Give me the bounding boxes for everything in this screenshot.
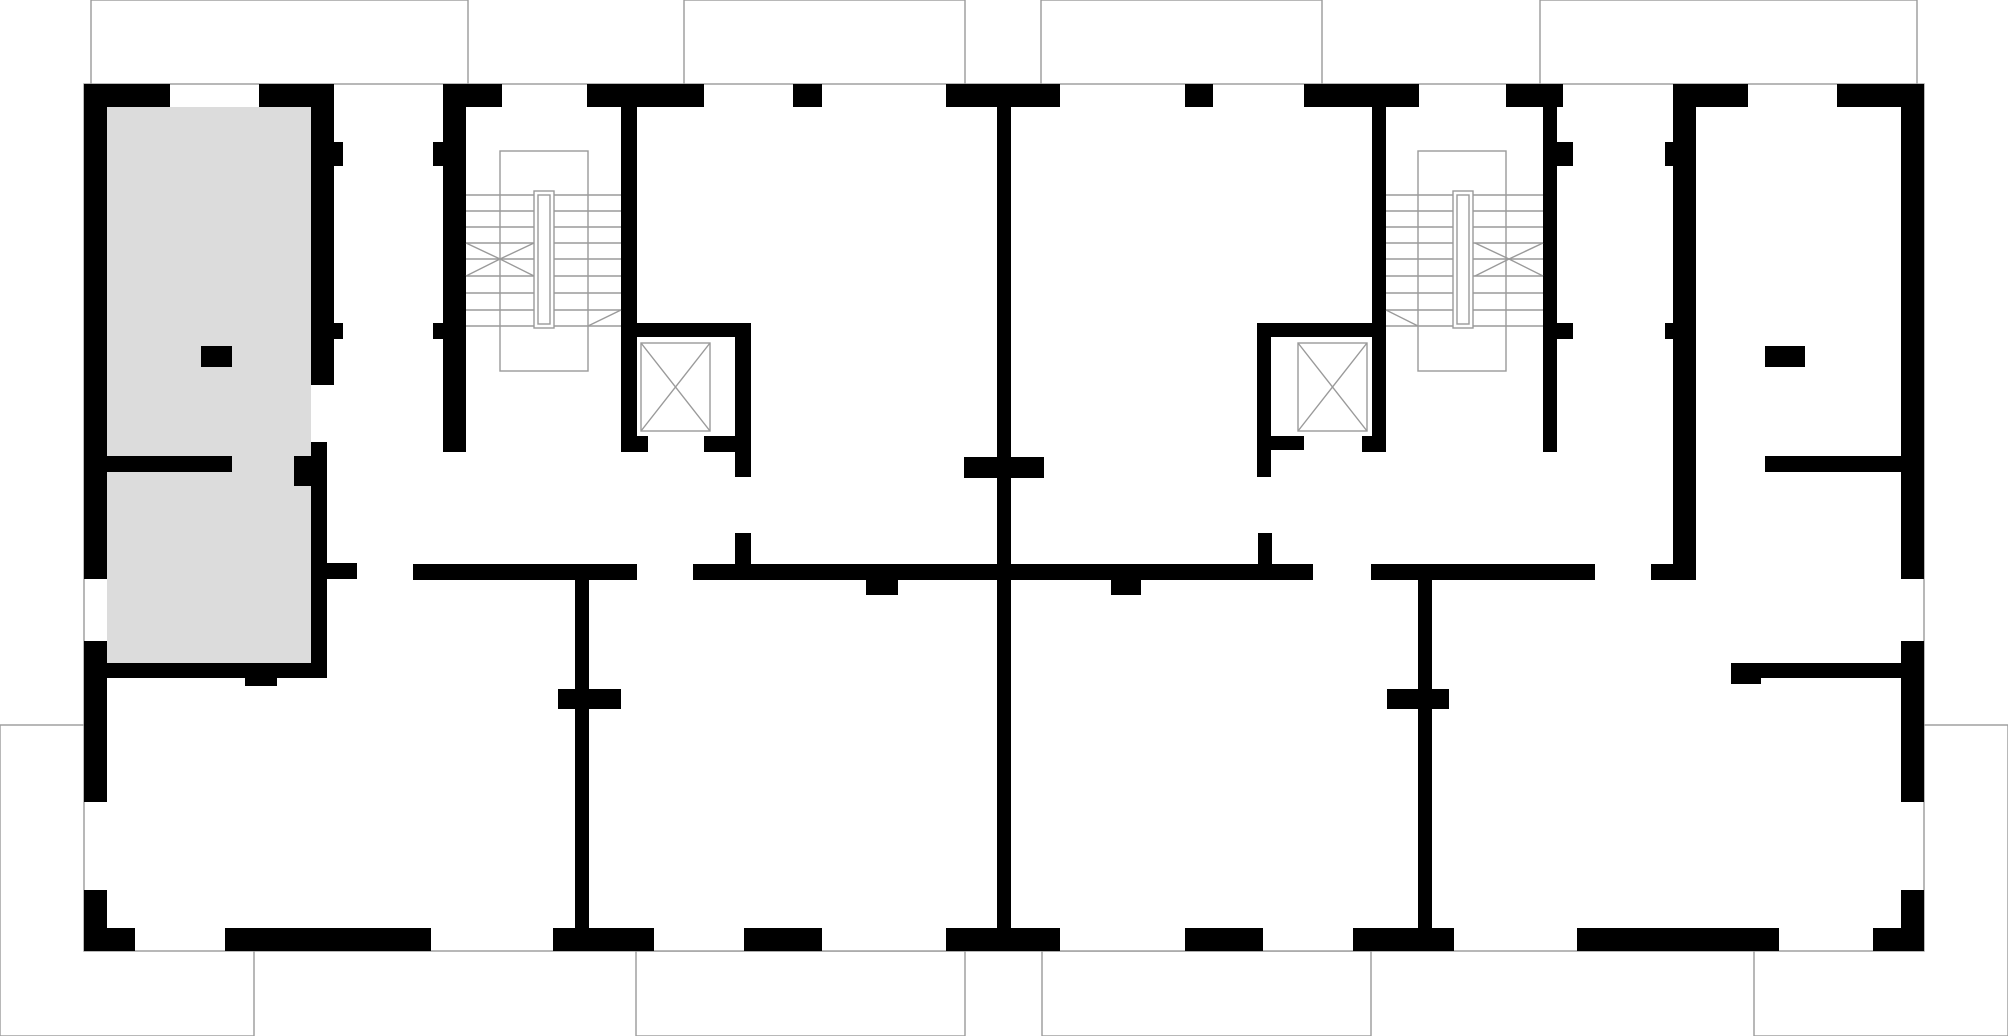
elevator-left (640, 342, 711, 432)
stairwell-right (1385, 150, 1544, 372)
walls (84, 84, 1924, 951)
elevator-right (1297, 342, 1368, 432)
highlighted-room (107, 107, 311, 670)
stairwell-left (465, 150, 622, 372)
balconies-top (90, 0, 1918, 86)
